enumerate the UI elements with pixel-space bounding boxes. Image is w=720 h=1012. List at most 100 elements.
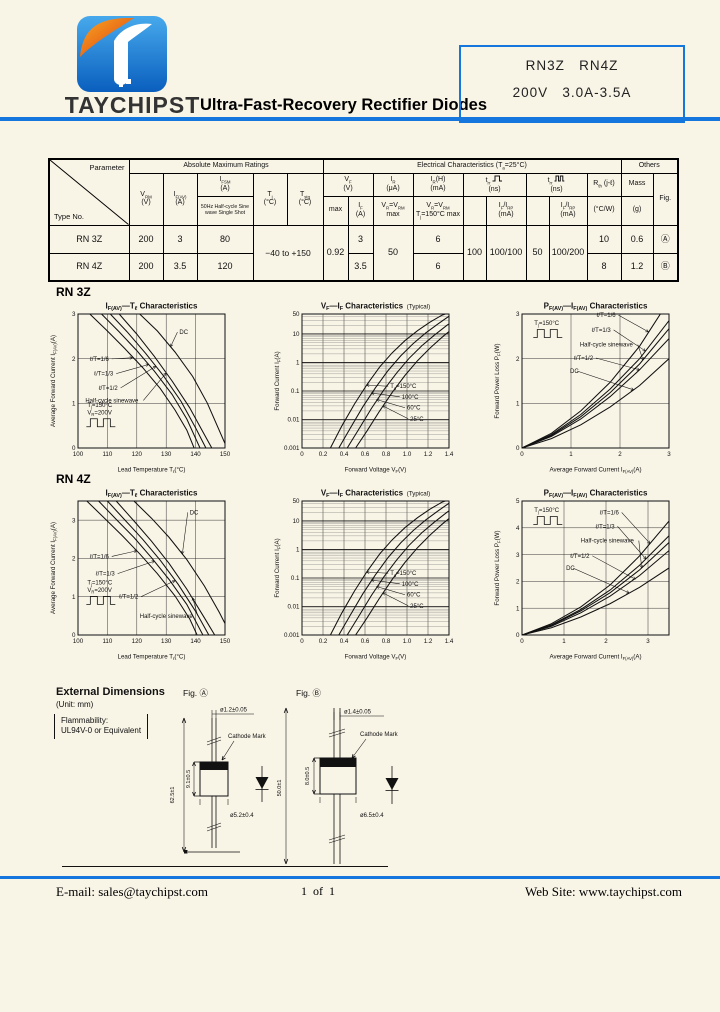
svg-text:1.2: 1.2 [424,638,433,645]
svg-text:1: 1 [516,605,520,612]
svg-text:Tj=150°C: Tj=150°C [87,580,112,587]
svg-text:110: 110 [102,638,112,645]
svg-text:60°C: 60°C [407,593,421,599]
corner-diagonal [50,160,129,225]
footer-website: Web Site: www.taychipst.com [525,884,682,899]
fig-b-overall-length: 50.0±1 [277,780,283,797]
cell-trr2: 50 [525,224,550,282]
svg-text:3: 3 [72,517,76,524]
col-vf-group: VF(V) [322,172,374,197]
svg-text:0.1: 0.1 [291,575,300,582]
corner-cell: Parameter Type No. [48,158,130,226]
svg-text:2: 2 [618,451,622,458]
cell-irh-rn4z: 6 [412,252,464,282]
col-rth-unit: (°C/W) [586,195,622,226]
svg-text:Forward Voltage VF(V): Forward Voltage VF(V) [345,467,407,475]
svg-text:ℓ/T=1/6: ℓ/T=1/6 [596,312,616,319]
col-fig: Fig. [652,172,679,226]
col-rth: Rth (j-ℓ) [586,172,622,197]
svg-text:3: 3 [667,451,671,458]
svg-text:0.8: 0.8 [382,451,391,458]
svg-text:Tj=150°C: Tj=150°C [534,508,559,515]
svg-text:ℓ/T=1/3: ℓ/T=1/3 [94,371,114,378]
svg-text:0: 0 [300,451,304,458]
svg-text:0.001: 0.001 [284,445,300,452]
svg-text:DC: DC [566,566,575,572]
cell-fig-rn4z: Ⓑ [652,252,679,282]
svg-text:Forward Current IF(A): Forward Current IF(A) [274,351,282,410]
group-others: Others [620,158,679,174]
svg-text:DC: DC [570,369,579,375]
double-pulse-waveform-icon [554,175,565,182]
svg-text:2: 2 [72,556,76,563]
svg-text:0.2: 0.2 [319,451,328,458]
svg-text:Forward Voltage VF(V): Forward Voltage VF(V) [345,654,407,662]
svg-text:2: 2 [604,638,608,645]
svg-text:Forward Power Loss PF(W): Forward Power Loss PF(W) [494,343,502,418]
col-ifav: IF(AV)(A) [162,172,198,226]
svg-text:Average Forward Current IF(AV: Average Forward Current IF(AV)(A) [50,522,58,614]
svg-text:Ta=150°C: Ta=150°C [390,384,417,391]
corner-parameter-label: Parameter [89,163,125,172]
svg-text:VR=200V: VR=200V [87,410,112,417]
fig-a-body-diameter: ø5.2±0.4 [230,813,254,819]
cell-irh-rn3z: 6 [412,224,464,254]
cell-rth-rn3z: 10 [586,224,622,254]
svg-text:1.4: 1.4 [445,638,454,645]
svg-text:0: 0 [516,632,520,639]
svg-text:1.0: 1.0 [403,451,412,458]
svg-text:140: 140 [190,638,201,645]
svg-text:120: 120 [132,451,143,458]
cell-trr1: 100 [462,224,487,282]
svg-text:150: 150 [220,638,231,645]
svg-text:1: 1 [562,638,566,645]
svg-text:PF(AV)—IF(AV) Characteristics: PF(AV)—IF(AV) Characteristics [544,302,648,313]
col-irh: IR(H)(mA) [412,172,464,197]
svg-text:ℓ/T=1/2: ℓ/T=1/2 [119,594,139,601]
fig-a-drawing: ø1.2±0.05 62.5±1 9.1±0.5 Cathode Mark ø5… [170,708,269,854]
fig-b-drawing: 50.0±1 ø1.4±0.05 8.0±0.5 Cathode Mark ø6… [277,707,399,865]
svg-text:50: 50 [293,498,300,505]
part-numbers: RN3Z RN4Z [525,58,619,73]
flammability-note: Flammability: UL94V-0 or Equivalent [54,714,149,739]
svg-text:0: 0 [72,445,76,452]
svg-text:100: 100 [73,451,84,458]
col-tj: Tj(°C) [252,172,288,226]
col-trr1-value-sub [462,195,487,226]
col-vf-if-condition: IF(A) [347,195,374,226]
cell-rth-rn4z: 8 [586,252,622,282]
svg-text:Half-cycle sinewave: Half-cycle sinewave [85,398,139,404]
cell-mass-rn3z: 0.6 [620,224,654,254]
col-mass: Mass [620,172,654,197]
fig-b-caption: Fig. Ⓑ [296,688,322,698]
svg-text:Half-cycle sinewave: Half-cycle sinewave [580,343,634,349]
svg-text:130: 130 [161,638,172,645]
fig-b-cathode-mark-label: Cathode Mark [360,732,399,738]
svg-text:1: 1 [72,401,76,408]
svg-text:0.2: 0.2 [319,638,328,645]
fig-a-cathode-mark-label: Cathode Mark [228,734,267,740]
cell-fig-rn3z: Ⓐ [652,224,679,254]
svg-text:2: 2 [516,356,520,363]
svg-text:3: 3 [516,311,520,318]
svg-text:ℓ/T=1/2: ℓ/T=1/2 [574,355,594,362]
svg-text:Forward Current IF(A): Forward Current IF(A) [274,538,282,597]
svg-text:0: 0 [516,445,520,452]
cell-ifav-rn3z: 3 [162,224,198,254]
cell-ifsm-rn4z: 120 [196,252,254,282]
footer-divider [0,876,720,879]
svg-text:1.4: 1.4 [445,451,454,458]
svg-text:0.8: 0.8 [382,638,391,645]
svg-text:ℓ/T=1/6: ℓ/T=1/6 [600,509,620,516]
section-label-rn3z: RN 3Z [56,285,91,299]
corner-typeno-label: Type No. [54,211,85,221]
svg-text:0.001: 0.001 [284,632,300,639]
table-group-header-row: Parameter Type No. Absolute Maximum Rati… [48,158,679,226]
svg-text:0.01: 0.01 [287,417,300,424]
fig-a-caption: Fig. Ⓐ [183,688,209,698]
svg-text:120: 120 [132,638,143,645]
svg-text:3: 3 [72,311,76,318]
